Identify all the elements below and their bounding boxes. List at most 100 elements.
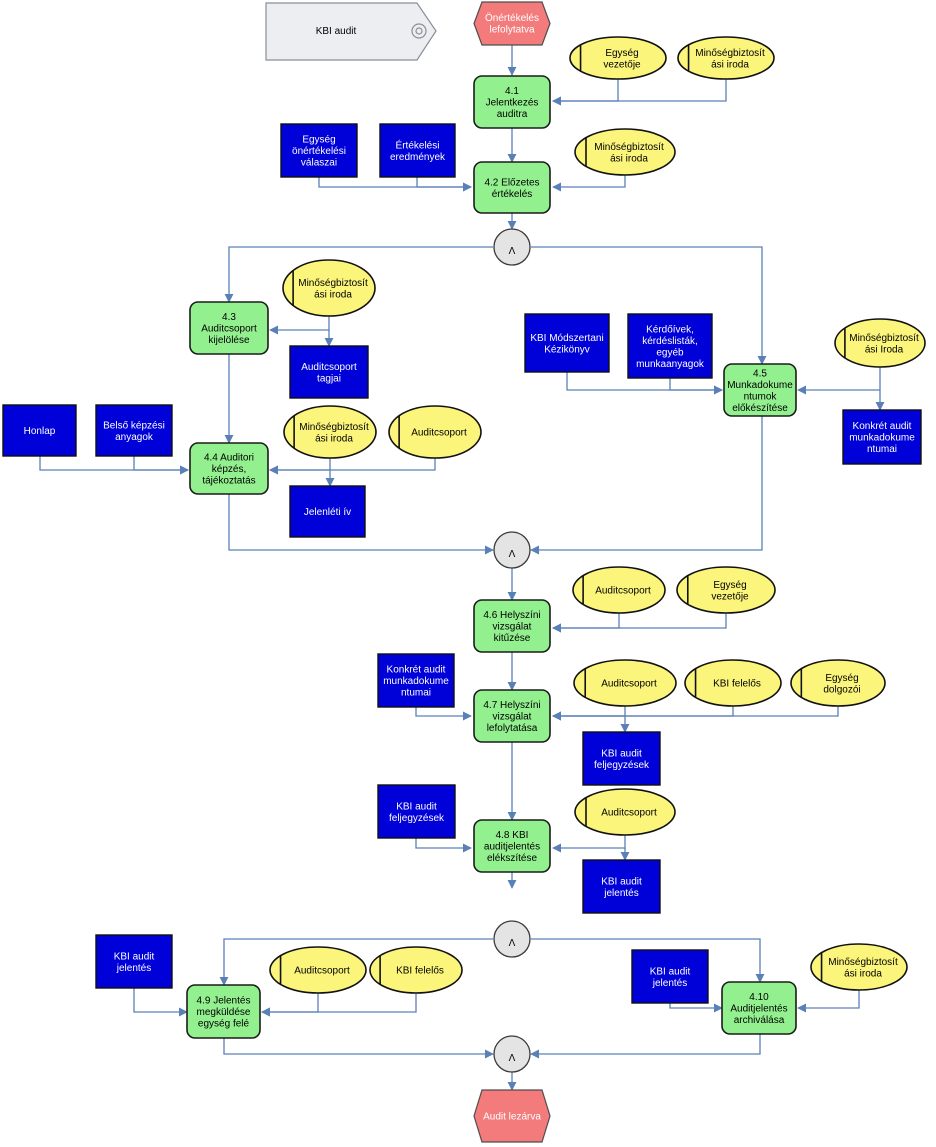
- document-box: [582, 731, 661, 786]
- start-event-label-line-2: lefolytatva: [489, 24, 534, 35]
- process-p49-label-line-3: egység felé: [198, 1019, 250, 1030]
- flow-4-4-to-and2: [228, 494, 494, 555]
- org-unit-ellipse: [810, 943, 908, 991]
- org-unit-ellipse: [574, 128, 676, 176]
- document-box: [379, 123, 456, 178]
- document-d13-label-line-2: jelentés: [603, 888, 638, 899]
- document-box: [95, 404, 173, 457]
- org-unit-ellipse: [369, 946, 463, 994]
- and-operator-symbol: Λ: [509, 938, 516, 949]
- end-event-label-line-1: Audit lezárva: [483, 1112, 541, 1123]
- and-operator-symbol: Λ: [509, 1053, 516, 1064]
- and-operator-symbol: Λ: [509, 246, 516, 257]
- document-d8-label-line-3: egyéb: [656, 347, 684, 358]
- document-d11-label-line-1: KBI audit: [601, 748, 642, 759]
- process-p43-label-line-1: 4.3: [222, 312, 236, 323]
- process-box: [473, 819, 551, 873]
- end-event: Audit lezárva: [473, 1089, 551, 1143]
- process-p43-label-line-2: Auditcsoport: [201, 324, 257, 335]
- org-unit-o12-label-line-2: dolgozói: [823, 684, 860, 695]
- document-box: [280, 123, 358, 178]
- org-unit-ellipse: [569, 36, 667, 80]
- process-p48-label-line-1: 4.8 KBI: [496, 830, 529, 841]
- org-unit-o11-label-line-1: KBI felelős: [713, 679, 761, 690]
- org-unit-o7-label-line-1: Minőségbiztosít: [849, 333, 919, 344]
- document-box: [524, 313, 610, 373]
- link-d2-4-2: [416, 177, 472, 192]
- org-unit-o4-label-line-1: Minőségbiztosít: [298, 278, 368, 289]
- org-unit-o3-label-line-2: ási iroda: [610, 153, 648, 164]
- process-box: [473, 75, 551, 129]
- document-box: [842, 409, 922, 465]
- org-unit-o4-label-line-2: ási iroda: [314, 289, 352, 300]
- document-box: [377, 784, 456, 839]
- process-p49-label-line-1: 4.9 Jelentés: [197, 996, 251, 1007]
- document-d8-label-line-1: Kérdőívek,: [646, 324, 694, 335]
- link-d15-4-10: [669, 1003, 723, 1013]
- document-d15-label-line-1: KBI audit: [650, 966, 691, 977]
- process-p46-label-line-3: kitűzése: [494, 633, 531, 644]
- flow-4-10-to-and4: [530, 1034, 761, 1059]
- document-d10-label-line-1: Konkrét audit: [387, 665, 446, 676]
- process-p410-label-line-2: Auditjelentés: [730, 1004, 787, 1015]
- process-box: [189, 442, 269, 495]
- link-o7-4-5: [797, 367, 881, 395]
- document-d7-label-line-2: Kézikönyv: [544, 344, 590, 355]
- document-d7-label-line-1: KBI Módszertani: [530, 333, 603, 344]
- link-o3-4-2: [552, 175, 626, 192]
- document-box: [289, 345, 369, 399]
- flow-4-5-to-and2: [530, 416, 763, 555]
- process-p46-label-line-1: 4.6 Helyszíni: [483, 610, 540, 621]
- document-d5-label-line-2: anyagok: [115, 432, 154, 443]
- and-operator-3: Λ: [493, 920, 531, 958]
- org-unit-o5-label-line-1: Minőségbiztosít: [299, 422, 369, 433]
- link-d5-4-4: [133, 456, 189, 475]
- document-d2-label-line-1: Értékelési: [396, 138, 440, 151]
- process-p47-label-line-3: lefolytatása: [487, 723, 538, 734]
- org-unit-o14-label-line-1: Auditcsoport: [294, 966, 350, 977]
- process-p42-label-line-1: 4.2 Előzetes: [484, 177, 539, 188]
- process-p42-label-line-2: értékelés: [492, 189, 533, 200]
- process-p45-label-line-4: előkészítése: [732, 403, 788, 414]
- process-box: [473, 161, 551, 214]
- and-operator-4: Λ: [493, 1035, 531, 1073]
- process-p48-label-line-3: elékszítése: [487, 853, 537, 864]
- org-unit-ellipse: [269, 946, 367, 994]
- link-o1-4-1: [552, 79, 619, 106]
- document-d6-label-line-1: Jelenléti ív: [304, 507, 351, 518]
- title-flag: KBI audit: [265, 2, 437, 61]
- org-unit-o16-label-line-1: Minőségbiztosít: [828, 957, 898, 968]
- document-box: [377, 653, 455, 708]
- org-unit-o6: Auditcsoport: [388, 405, 482, 459]
- org-unit-o15-label-line-1: KBI felelős: [396, 966, 444, 977]
- document-d14-label-line-1: KBI audit: [114, 951, 155, 962]
- link-d4-4-4: [39, 456, 189, 475]
- process-box: [473, 599, 551, 653]
- org-unit-o2-label-line-1: Minőségbiztosít: [695, 48, 765, 59]
- org-unit-o13-label-line-1: Auditcsoport: [601, 808, 657, 819]
- link-o12-4-7: [552, 706, 839, 721]
- document-d5-label-line-1: Belső képzési: [103, 420, 165, 431]
- document-d1-label-line-1: Egység: [302, 135, 335, 146]
- process-box: [723, 363, 797, 417]
- process-p46-label-line-2: vizsgálat: [493, 622, 532, 633]
- org-unit-o8: Auditcsoport: [572, 566, 666, 614]
- process-p45-label-line-2: Munkadokume: [727, 380, 793, 391]
- org-unit-ellipse: [790, 659, 886, 707]
- document-d11-label-line-2: feljegyzések: [594, 760, 650, 771]
- document-d8-label-line-4: munkaanyagok: [636, 359, 705, 370]
- process-box: [189, 301, 269, 355]
- title-flag-label: KBI audit: [316, 26, 357, 37]
